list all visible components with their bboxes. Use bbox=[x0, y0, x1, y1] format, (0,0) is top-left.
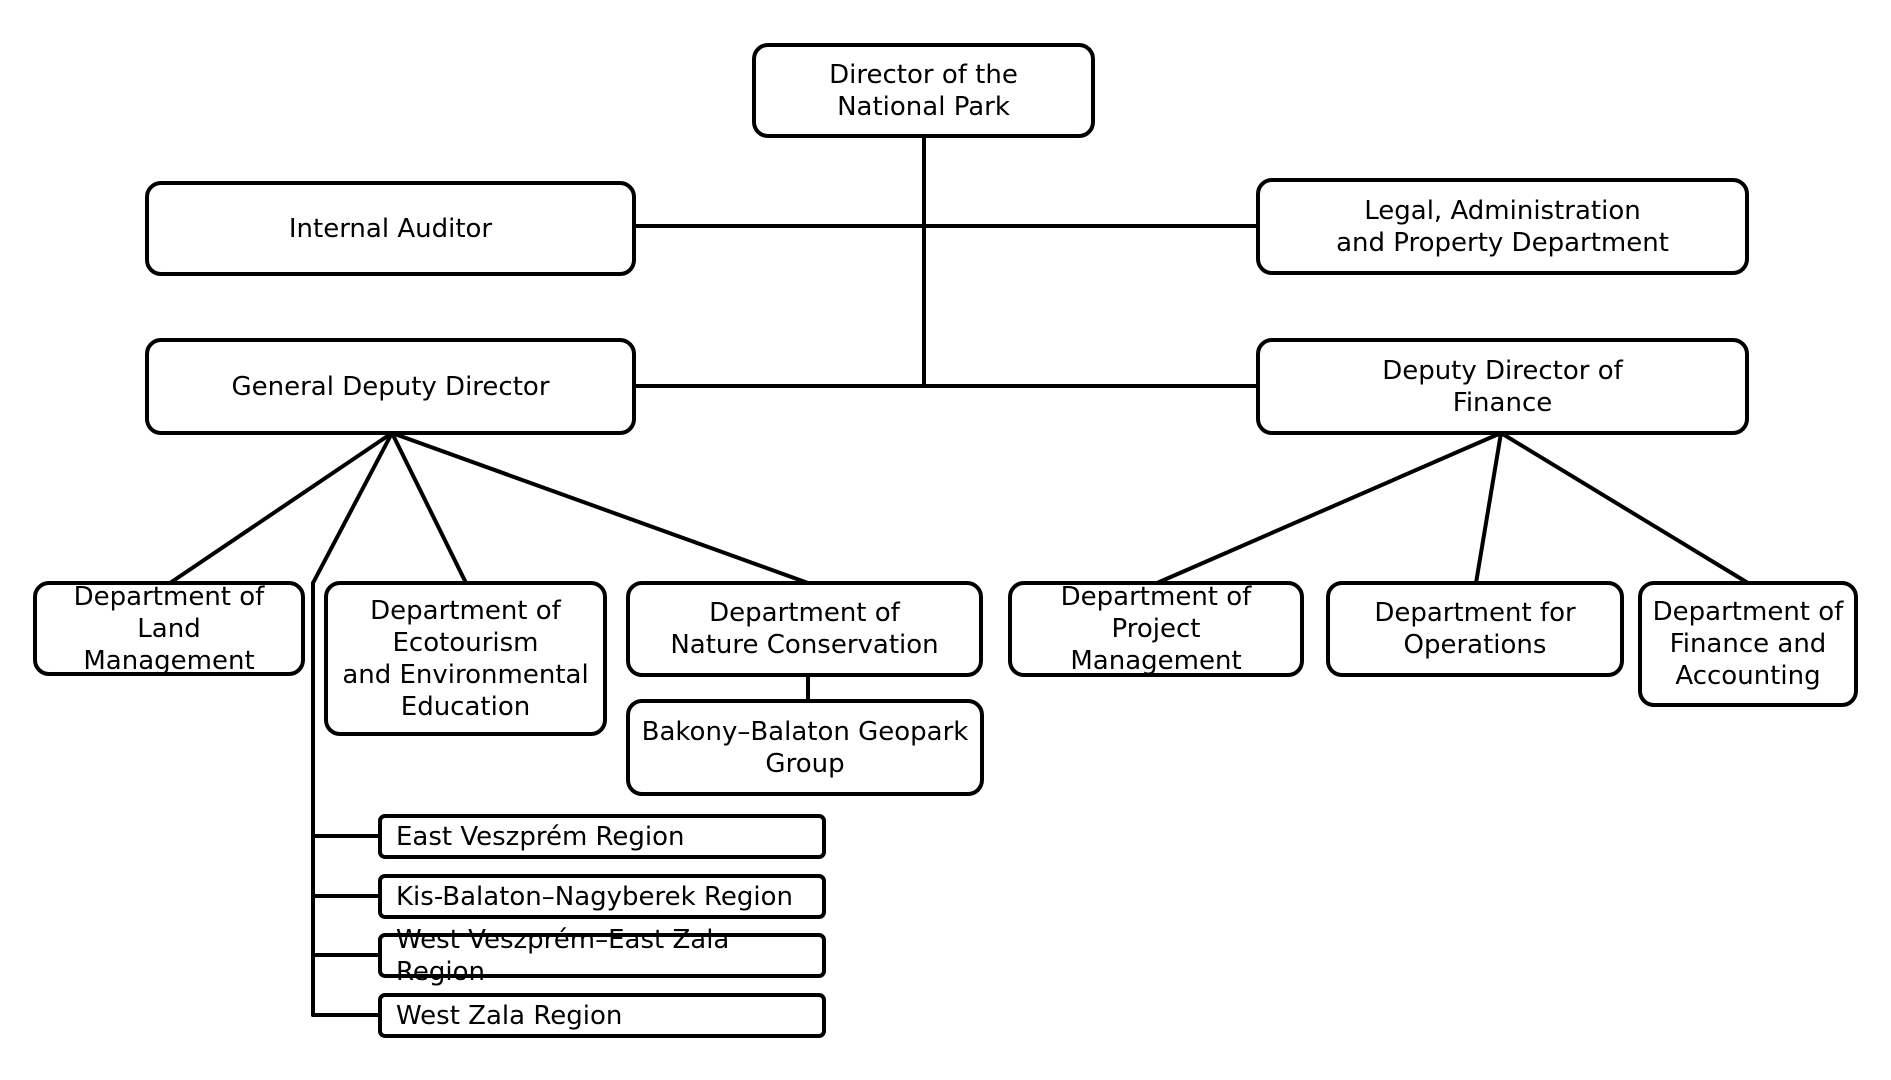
line-ddf-finance bbox=[1499, 431, 1750, 585]
line-gdd-land bbox=[168, 431, 394, 585]
line-ddf-operations bbox=[1474, 431, 1503, 585]
director-label: Director of the National Park bbox=[829, 59, 1018, 122]
region-box-1: East Veszprém Region bbox=[378, 814, 826, 859]
legal-admin-box: Legal, Administration and Property Depar… bbox=[1256, 178, 1749, 275]
dept-nature-box: Department of Nature Conservation bbox=[626, 581, 983, 677]
dept-operations-box: Department for Operations bbox=[1326, 581, 1624, 677]
internal-auditor-box: Internal Auditor bbox=[145, 181, 636, 276]
region-label-3: West Veszprém–East Zala Region bbox=[396, 924, 730, 987]
region-box-2: Kis-Balaton–Nagyberek Region bbox=[378, 874, 826, 919]
internal-auditor-label: Internal Auditor bbox=[288, 213, 493, 244]
dept-finance-accounting-box: Department of Finance and Accounting bbox=[1638, 581, 1858, 707]
dept-project-label: Department of Project Management bbox=[1060, 582, 1252, 676]
line-gdd-regions bbox=[311, 431, 394, 585]
region-label-2: Kis-Balaton–Nagyberek Region bbox=[396, 881, 793, 912]
region-label-4: West Zala Region bbox=[396, 1000, 623, 1031]
dept-ecotourism-label: Department of Ecotourism and Environment… bbox=[342, 595, 589, 722]
director-box: Director of the National Park bbox=[752, 43, 1095, 138]
region-box-4: West Zala Region bbox=[378, 993, 826, 1038]
general-deputy-box: General Deputy Director bbox=[145, 338, 636, 435]
dept-operations-label: Department for Operations bbox=[1374, 598, 1576, 660]
deputy-finance-box: Deputy Director of Finance bbox=[1256, 338, 1749, 435]
dept-land-label: Department of Land Management bbox=[73, 581, 265, 676]
geopark-label: Bakony–Balaton Geopark Group bbox=[641, 716, 969, 779]
legal-admin-label: Legal, Administration and Property Depar… bbox=[1336, 195, 1669, 258]
region-box-3: West Veszprém–East Zala Region bbox=[378, 925, 826, 987]
line-gdd-nature bbox=[390, 431, 810, 585]
geopark-box: Bakony–Balaton Geopark Group bbox=[626, 699, 984, 796]
general-deputy-label: General Deputy Director bbox=[231, 371, 550, 402]
deputy-finance-label: Deputy Director of Finance bbox=[1382, 355, 1623, 418]
dept-finance-accounting-label: Department of Finance and Accounting bbox=[1652, 597, 1844, 691]
dept-nature-label: Department of Nature Conservation bbox=[670, 598, 939, 660]
line-ddf-project bbox=[1155, 431, 1503, 585]
dept-project-box: Department of Project Management bbox=[1008, 581, 1304, 677]
dept-land-box: Department of Land Management bbox=[33, 581, 305, 676]
dept-ecotourism-box: Department of Ecotourism and Environment… bbox=[324, 581, 607, 736]
line-gdd-ecotourism bbox=[390, 431, 468, 585]
region-label-1: East Veszprém Region bbox=[396, 821, 685, 852]
